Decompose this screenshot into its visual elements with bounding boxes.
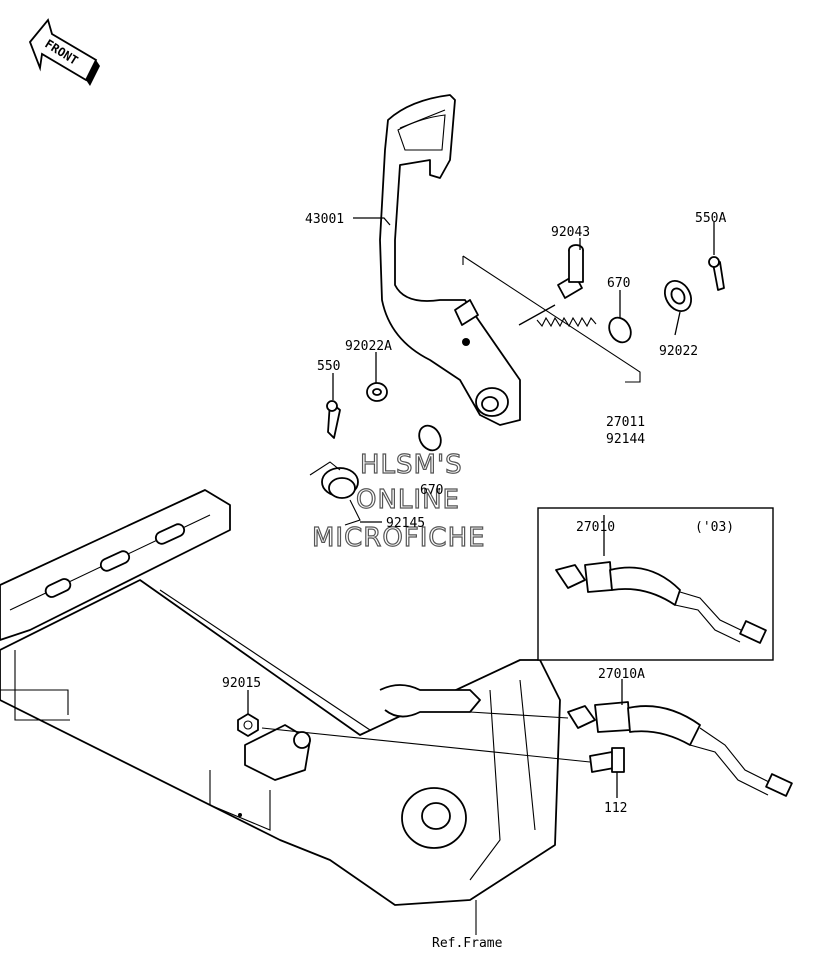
o-ring-670-upper bbox=[608, 316, 632, 344]
inset-year-label: ('03) bbox=[695, 520, 734, 535]
callout-550: 550 bbox=[317, 359, 340, 374]
callout-92043: 92043 bbox=[551, 225, 590, 240]
return-spring bbox=[536, 316, 597, 328]
callout-27010A: 27010A bbox=[598, 667, 645, 682]
callout-112: 112 bbox=[604, 801, 627, 816]
callout-92015: 92015 bbox=[222, 676, 261, 691]
callout-27010: 27010 bbox=[576, 520, 615, 535]
brake-pedal bbox=[379, 94, 521, 426]
torsion-spring-92145 bbox=[309, 461, 361, 526]
callout-670-upper: 670 bbox=[607, 276, 630, 291]
brake-light-switch-27010A bbox=[469, 701, 793, 797]
nut-92015 bbox=[237, 713, 259, 737]
callout-92022A: 92022A bbox=[345, 339, 392, 354]
callout-27011: 27011 bbox=[606, 415, 645, 430]
washer-92022A bbox=[366, 382, 388, 402]
callout-670-lower: 670 bbox=[420, 483, 443, 498]
watermark-line1: HLSM'S bbox=[360, 450, 463, 480]
ref-frame-label: Ref.Frame bbox=[432, 936, 503, 951]
cotter-pin-550 bbox=[326, 400, 341, 439]
callout-43001: 43001 bbox=[305, 212, 344, 227]
front-arrow-icon: FRONT bbox=[28, 18, 100, 86]
pivot-shaft-line bbox=[462, 255, 641, 383]
cotter-pin-550A bbox=[708, 256, 725, 291]
callout-550A: 550A bbox=[695, 211, 726, 226]
leader-lines bbox=[247, 217, 715, 798]
callout-92144: 92144 bbox=[606, 432, 645, 447]
clevis-pin-92043 bbox=[557, 244, 584, 299]
frame-structure bbox=[0, 489, 561, 935]
callout-92145: 92145 bbox=[386, 516, 425, 531]
bolt-112 bbox=[261, 727, 625, 773]
inset-2003-switch bbox=[537, 507, 774, 661]
o-ring-670-lower bbox=[418, 424, 442, 452]
watermark-line3: MICROFICHE bbox=[312, 523, 486, 553]
watermark: HLSM'S ONLINE MICROFICHE bbox=[311, 449, 486, 553]
callout-92022: 92022 bbox=[659, 344, 698, 359]
watermark-line2: ONLINE bbox=[356, 485, 460, 515]
washer-92022 bbox=[663, 280, 693, 312]
